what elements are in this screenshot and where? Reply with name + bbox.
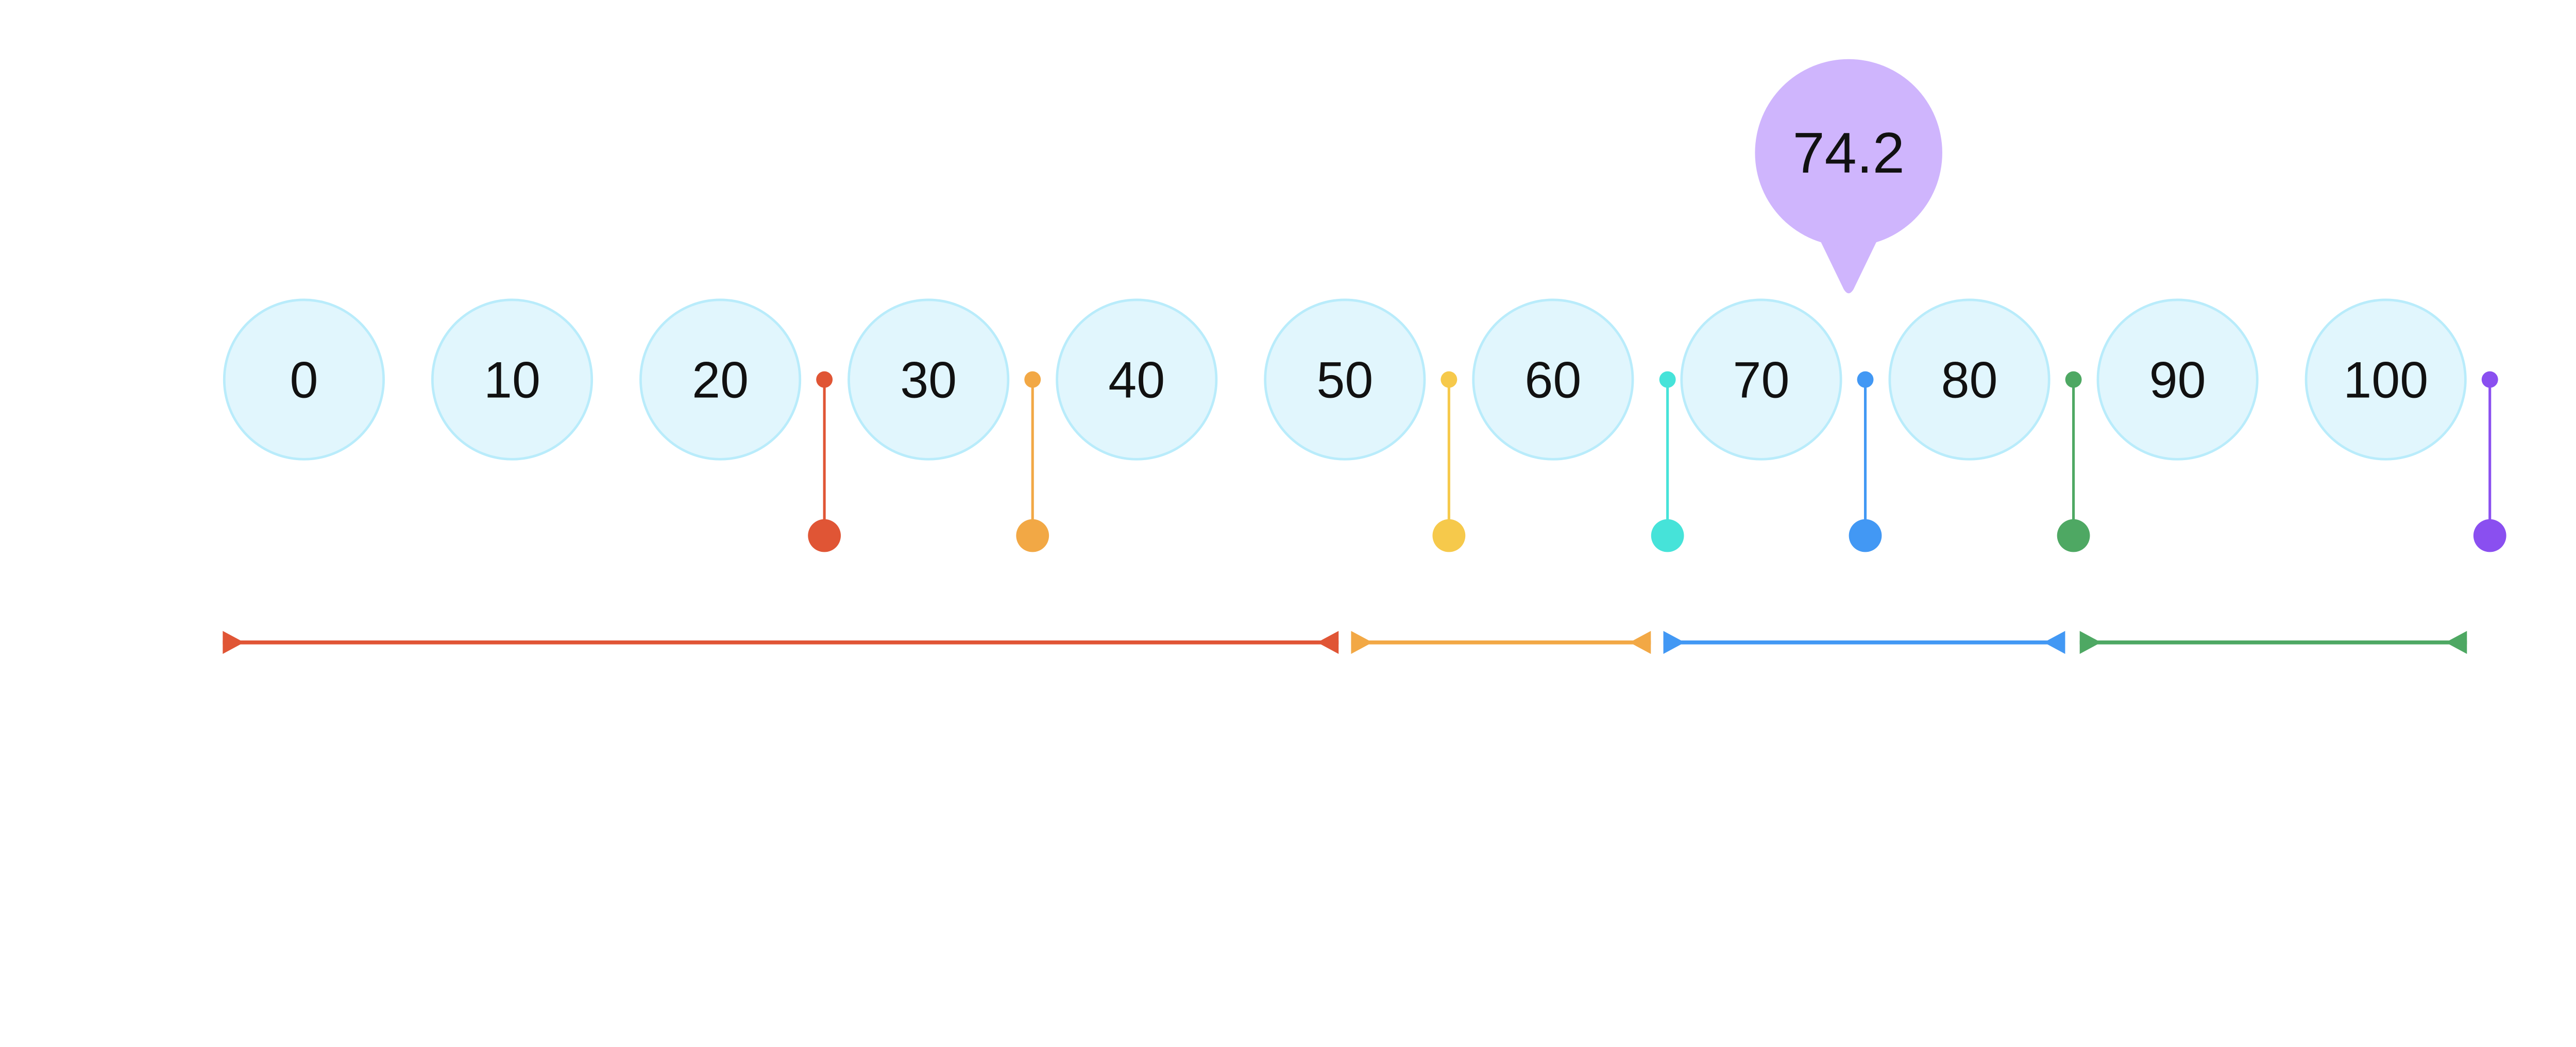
range-start-arrow-icon — [1351, 631, 1372, 654]
marker-top-dot — [1659, 371, 1676, 388]
tick-label: 20 — [692, 352, 749, 409]
range-start-arrow-icon — [223, 631, 244, 654]
tick-node: 10 — [431, 298, 594, 461]
marker-top-dot — [1440, 371, 1458, 388]
tick-node: 70 — [1680, 298, 1842, 461]
marker-top-dot — [816, 371, 833, 388]
marker-bottom-dot — [1849, 519, 1882, 552]
marker-top-dot — [2065, 371, 2082, 388]
marker-top-dot — [1024, 371, 1041, 388]
threshold-marker — [1651, 371, 1684, 552]
marker-bottom-dot — [1016, 519, 1049, 552]
tick-circle — [2304, 298, 2467, 461]
tick-label: 100 — [2343, 352, 2428, 409]
tick-label: 90 — [2149, 352, 2206, 409]
tick-label: 80 — [1941, 352, 1998, 409]
tick-node: 100 — [2304, 298, 2467, 461]
tick-node: 90 — [2096, 298, 2259, 461]
tick-label: 40 — [1108, 352, 1165, 409]
tick-circle — [1264, 298, 1426, 461]
tick-circle — [2096, 298, 2259, 461]
tick-label: 60 — [1524, 352, 1581, 409]
tick-circle — [1680, 298, 1842, 461]
range-end-arrow-icon — [1629, 631, 1651, 654]
marker-bottom-dot — [808, 519, 841, 552]
threshold-marker — [1849, 371, 1882, 552]
range-end-arrow-icon — [2445, 631, 2467, 654]
range-end-arrow-icon — [1317, 631, 1339, 654]
tick-label: 0 — [290, 352, 318, 409]
range-bracket — [1663, 631, 2065, 654]
threshold-marker — [1016, 371, 1049, 552]
tick-circle — [1056, 298, 1218, 461]
tick-circle — [431, 298, 594, 461]
tick-circle — [223, 298, 385, 461]
tick-label: 50 — [1316, 352, 1373, 409]
threshold-marker — [1432, 371, 1466, 552]
tick-circle — [1472, 298, 1634, 461]
tick-label: 10 — [484, 352, 540, 409]
tick-node: 60 — [1472, 298, 1634, 461]
tick-label: 30 — [900, 352, 957, 409]
range-bracket — [223, 631, 1339, 654]
tick-circle — [639, 298, 802, 461]
range-start-arrow-icon — [1663, 631, 1685, 654]
tick-label: 70 — [1733, 352, 1790, 409]
threshold-marker — [2473, 371, 2506, 552]
pointer-tail — [1819, 238, 1878, 294]
tick-node: 20 — [639, 298, 802, 461]
threshold-marker — [808, 371, 841, 552]
threshold-marker — [2057, 371, 2090, 552]
marker-bottom-dot — [1432, 519, 1466, 552]
range-end-arrow-icon — [2043, 631, 2065, 654]
tick-node: 30 — [848, 298, 1010, 461]
range-bracket — [1351, 631, 1651, 654]
pointer-bubble — [1755, 59, 1942, 247]
tick-circle — [848, 298, 1010, 461]
marker-bottom-dot — [2473, 519, 2506, 552]
tick-circle — [1888, 298, 2050, 461]
marker-bottom-dot — [1651, 519, 1684, 552]
tick-node: 0 — [223, 298, 385, 461]
number-line-diagram: 0 10 20 30 40 50 60 70 80 90 100 74.2 — [223, 59, 2506, 654]
tick-node: 80 — [1888, 298, 2050, 461]
tick-node: 50 — [1264, 298, 1426, 461]
value-pointer: 74.2 — [1755, 59, 1942, 294]
marker-top-dot — [1857, 371, 1874, 388]
pointer-value-label: 74.2 — [1793, 121, 1905, 185]
marker-bottom-dot — [2057, 519, 2090, 552]
marker-top-dot — [2481, 371, 2498, 388]
tick-node: 40 — [1056, 298, 1218, 461]
range-bracket — [2079, 631, 2467, 654]
range-start-arrow-icon — [2079, 631, 2102, 654]
